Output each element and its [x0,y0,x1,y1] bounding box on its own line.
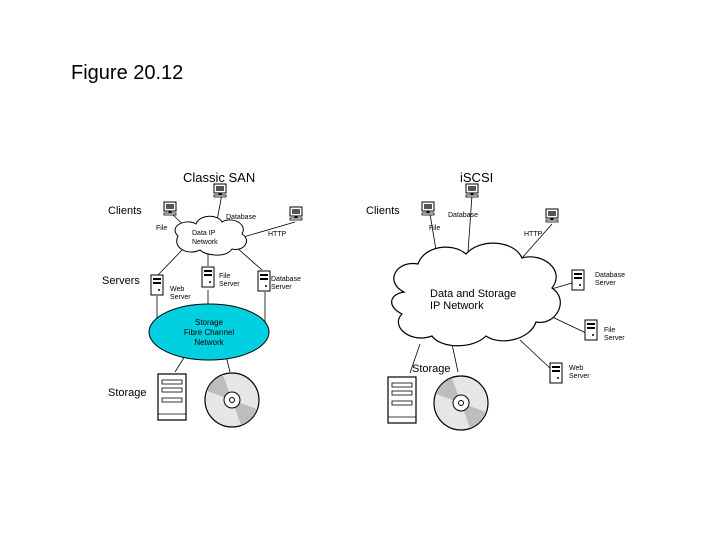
storage-array-icon [387,376,417,424]
database-server-label: Server [595,280,616,287]
cloud-label: IP Network [430,300,484,312]
database-link-label: Database [448,212,478,219]
san-label: Network [194,338,224,347]
web-server-label: Server [170,294,191,301]
database-server-label: Database [271,276,301,283]
client-computer-icon [545,208,559,223]
cloud-label: Network [192,239,218,246]
client-computer-icon [421,201,435,216]
file-server-label: File [604,327,615,334]
storage-label: Storage [412,363,451,375]
storage-disc-icon [433,375,489,431]
classic-san-panel: Classic SAN Clients Servers Storage File… [102,170,303,428]
storage-array-icon [157,373,187,421]
fibre-channel-network [148,303,270,361]
file-server-label: Server [219,281,240,288]
clients-label: Clients [108,205,142,217]
web-server-icon [150,274,164,296]
clients-label: Clients [366,205,400,217]
san-label: Storage [195,318,224,327]
database-server-label: Database [595,272,625,279]
client-computer-icon [289,206,303,221]
file-server-icon [201,266,215,288]
file-server-label: File [219,273,230,280]
file-link-label: File [156,225,167,232]
http-link-label: HTTP [268,231,287,238]
client-computer-icon [163,201,177,216]
data-and-storage-ip-network-cloud [391,242,561,347]
storage-disc-icon [204,372,260,428]
http-link-label: HTTP [524,231,543,238]
database-server-icon [257,270,271,292]
database-server-icon [571,269,585,291]
client-computer-icon [465,183,479,198]
cloud-label: Data and Storage [430,288,516,300]
web-server-label: Web [569,365,583,372]
web-server-label: Web [170,286,184,293]
web-server-icon [549,362,563,384]
file-server-icon [584,319,598,341]
servers-label: Servers [102,275,140,287]
client-computer-icon [213,183,227,198]
classic-san-heading: Classic SAN [183,170,255,185]
database-server-label: Server [271,284,292,291]
iscsi-heading: iSCSI [460,170,493,185]
data-ip-network-cloud [174,215,247,256]
iscsi-panel: iSCSI Clients File Database HTTP Data an… [366,170,625,431]
figure-title: Figure 20.12 [71,62,184,84]
cloud-label: Data IP [192,230,216,237]
web-server-label: Server [569,373,590,380]
storage-label: Storage [108,387,147,399]
database-link-label: Database [226,214,256,221]
san-label: Fibre Channel [184,328,234,337]
file-link-label: File [429,225,440,232]
file-server-label: Server [604,335,625,342]
